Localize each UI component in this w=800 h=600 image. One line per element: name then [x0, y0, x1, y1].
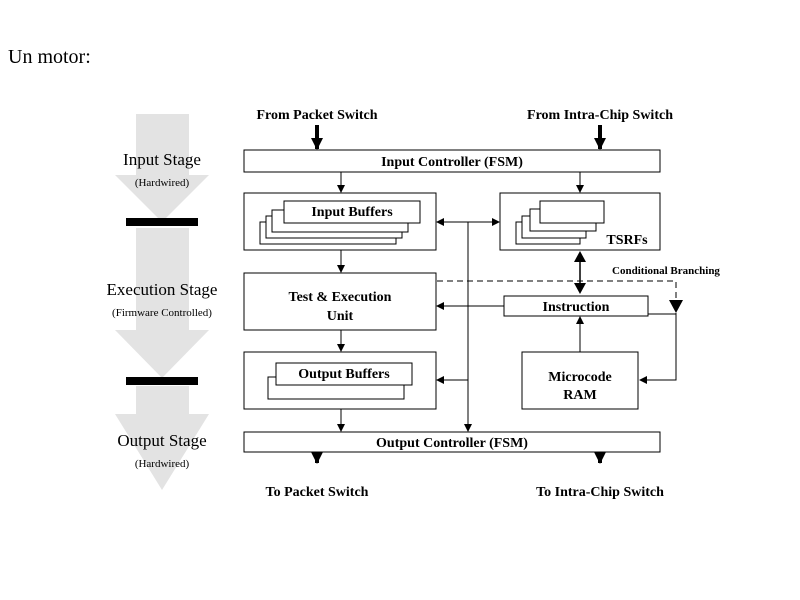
test-execution-unit-box — [243, 272, 437, 331]
tsrfs-label: TSRFs — [606, 233, 648, 248]
feedback-to-microcode — [639, 313, 677, 384]
input-stage-note: (Hardwired) — [135, 177, 190, 189]
input-stage-label: Input Stage — [123, 150, 201, 169]
stage-divider — [126, 218, 198, 226]
execution-stage-label: Execution Stage — [107, 280, 218, 299]
output-buffers-label: Output Buffers — [298, 367, 390, 382]
output-stage-label: Output Stage — [117, 431, 206, 450]
buffer-stack-layer — [275, 362, 413, 386]
stage-flow-arrow — [115, 228, 209, 378]
from-intra-chip-switch-label: From Intra-Chip Switch — [527, 108, 673, 123]
input-controller-box — [243, 149, 661, 173]
arrowhead — [574, 251, 586, 262]
microcode-ram-box — [521, 351, 639, 410]
from-packet-switch-label: From Packet Switch — [256, 108, 377, 123]
arrowhead — [669, 300, 683, 313]
execution-stage-note: (Firmware Controlled) — [112, 307, 212, 319]
output-controller-box — [243, 431, 661, 453]
microcode-label-line1: Microcode — [548, 370, 612, 385]
output-controller-label: Output Controller (FSM) — [376, 436, 528, 451]
stage-divider — [126, 377, 198, 385]
conditional-branching-label: Conditional Branching — [612, 265, 720, 277]
to-packet-switch-label: To Packet Switch — [266, 485, 369, 500]
test-execution-label-line1: Test & Execution — [289, 290, 392, 305]
to-intra-chip-switch-label: To Intra-Chip Switch — [536, 485, 664, 500]
register-stack-layer — [539, 200, 605, 224]
input-buffers-label: Input Buffers — [311, 205, 393, 220]
test-execution-label-line2: Unit — [327, 309, 354, 324]
conditional-branching-line — [437, 280, 677, 300]
buffer-stack-layer — [283, 200, 421, 224]
arrowhead — [574, 283, 586, 294]
output-stage-note: (Hardwired) — [135, 458, 190, 470]
page-heading: Un motor: — [8, 46, 91, 68]
microcode-label-line2: RAM — [563, 388, 596, 403]
instruction-label: Instruction — [543, 300, 610, 315]
stage-flow-arrow — [115, 114, 209, 222]
stage-flow-arrow — [115, 386, 209, 490]
input-controller-label: Input Controller (FSM) — [381, 155, 523, 170]
